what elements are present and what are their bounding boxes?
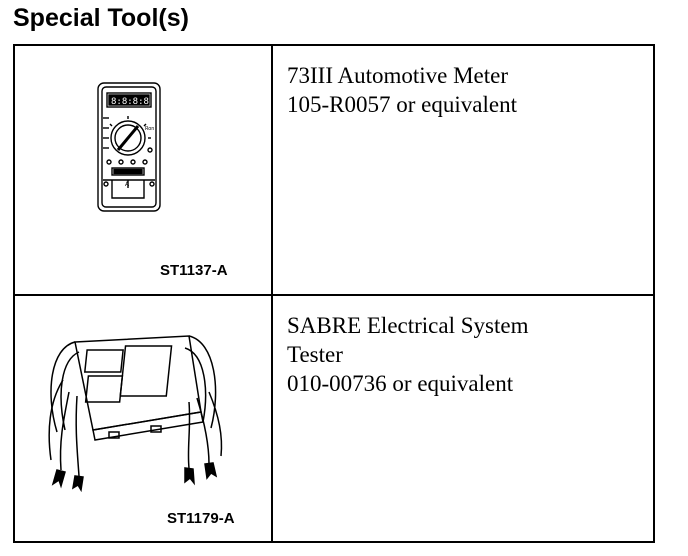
tool-code-label: ST1137-A [160, 262, 228, 279]
svg-text:Ron: Ron [145, 126, 154, 132]
tool-name-line: 73III Automotive Meter [287, 63, 509, 88]
tool-image-cell: 8:8:8:8 [13, 44, 273, 296]
tool-number-line: 105-R0057 or equivalent [287, 92, 517, 117]
svg-text:8:8:8:8: 8:8:8:8 [111, 97, 149, 107]
page-title: Special Tool(s) [13, 4, 189, 32]
special-tools-table: 8:8:8:8 [13, 44, 655, 543]
tool-description-cell: SABRE Electrical System Tester 010-00736… [271, 294, 655, 543]
tool-image-cell: ST1179-A [13, 294, 273, 543]
tool-description-cell: 73III Automotive Meter 105-R0057 or equi… [271, 44, 655, 296]
tool-name-line: Tester [287, 342, 343, 367]
tool-name-line: SABRE Electrical System [287, 313, 529, 338]
svg-text:A: A [125, 181, 130, 188]
electrical-tester-icon [48, 335, 223, 492]
table-row: 8:8:8:8 [13, 44, 655, 296]
multimeter-icon: 8:8:8:8 [97, 82, 161, 212]
tool-number-line: 010-00736 or equivalent [287, 371, 514, 396]
tool-code-label: ST1179-A [167, 510, 235, 527]
table-row: ST1179-A SABRE Electrical System Tester … [13, 294, 655, 543]
